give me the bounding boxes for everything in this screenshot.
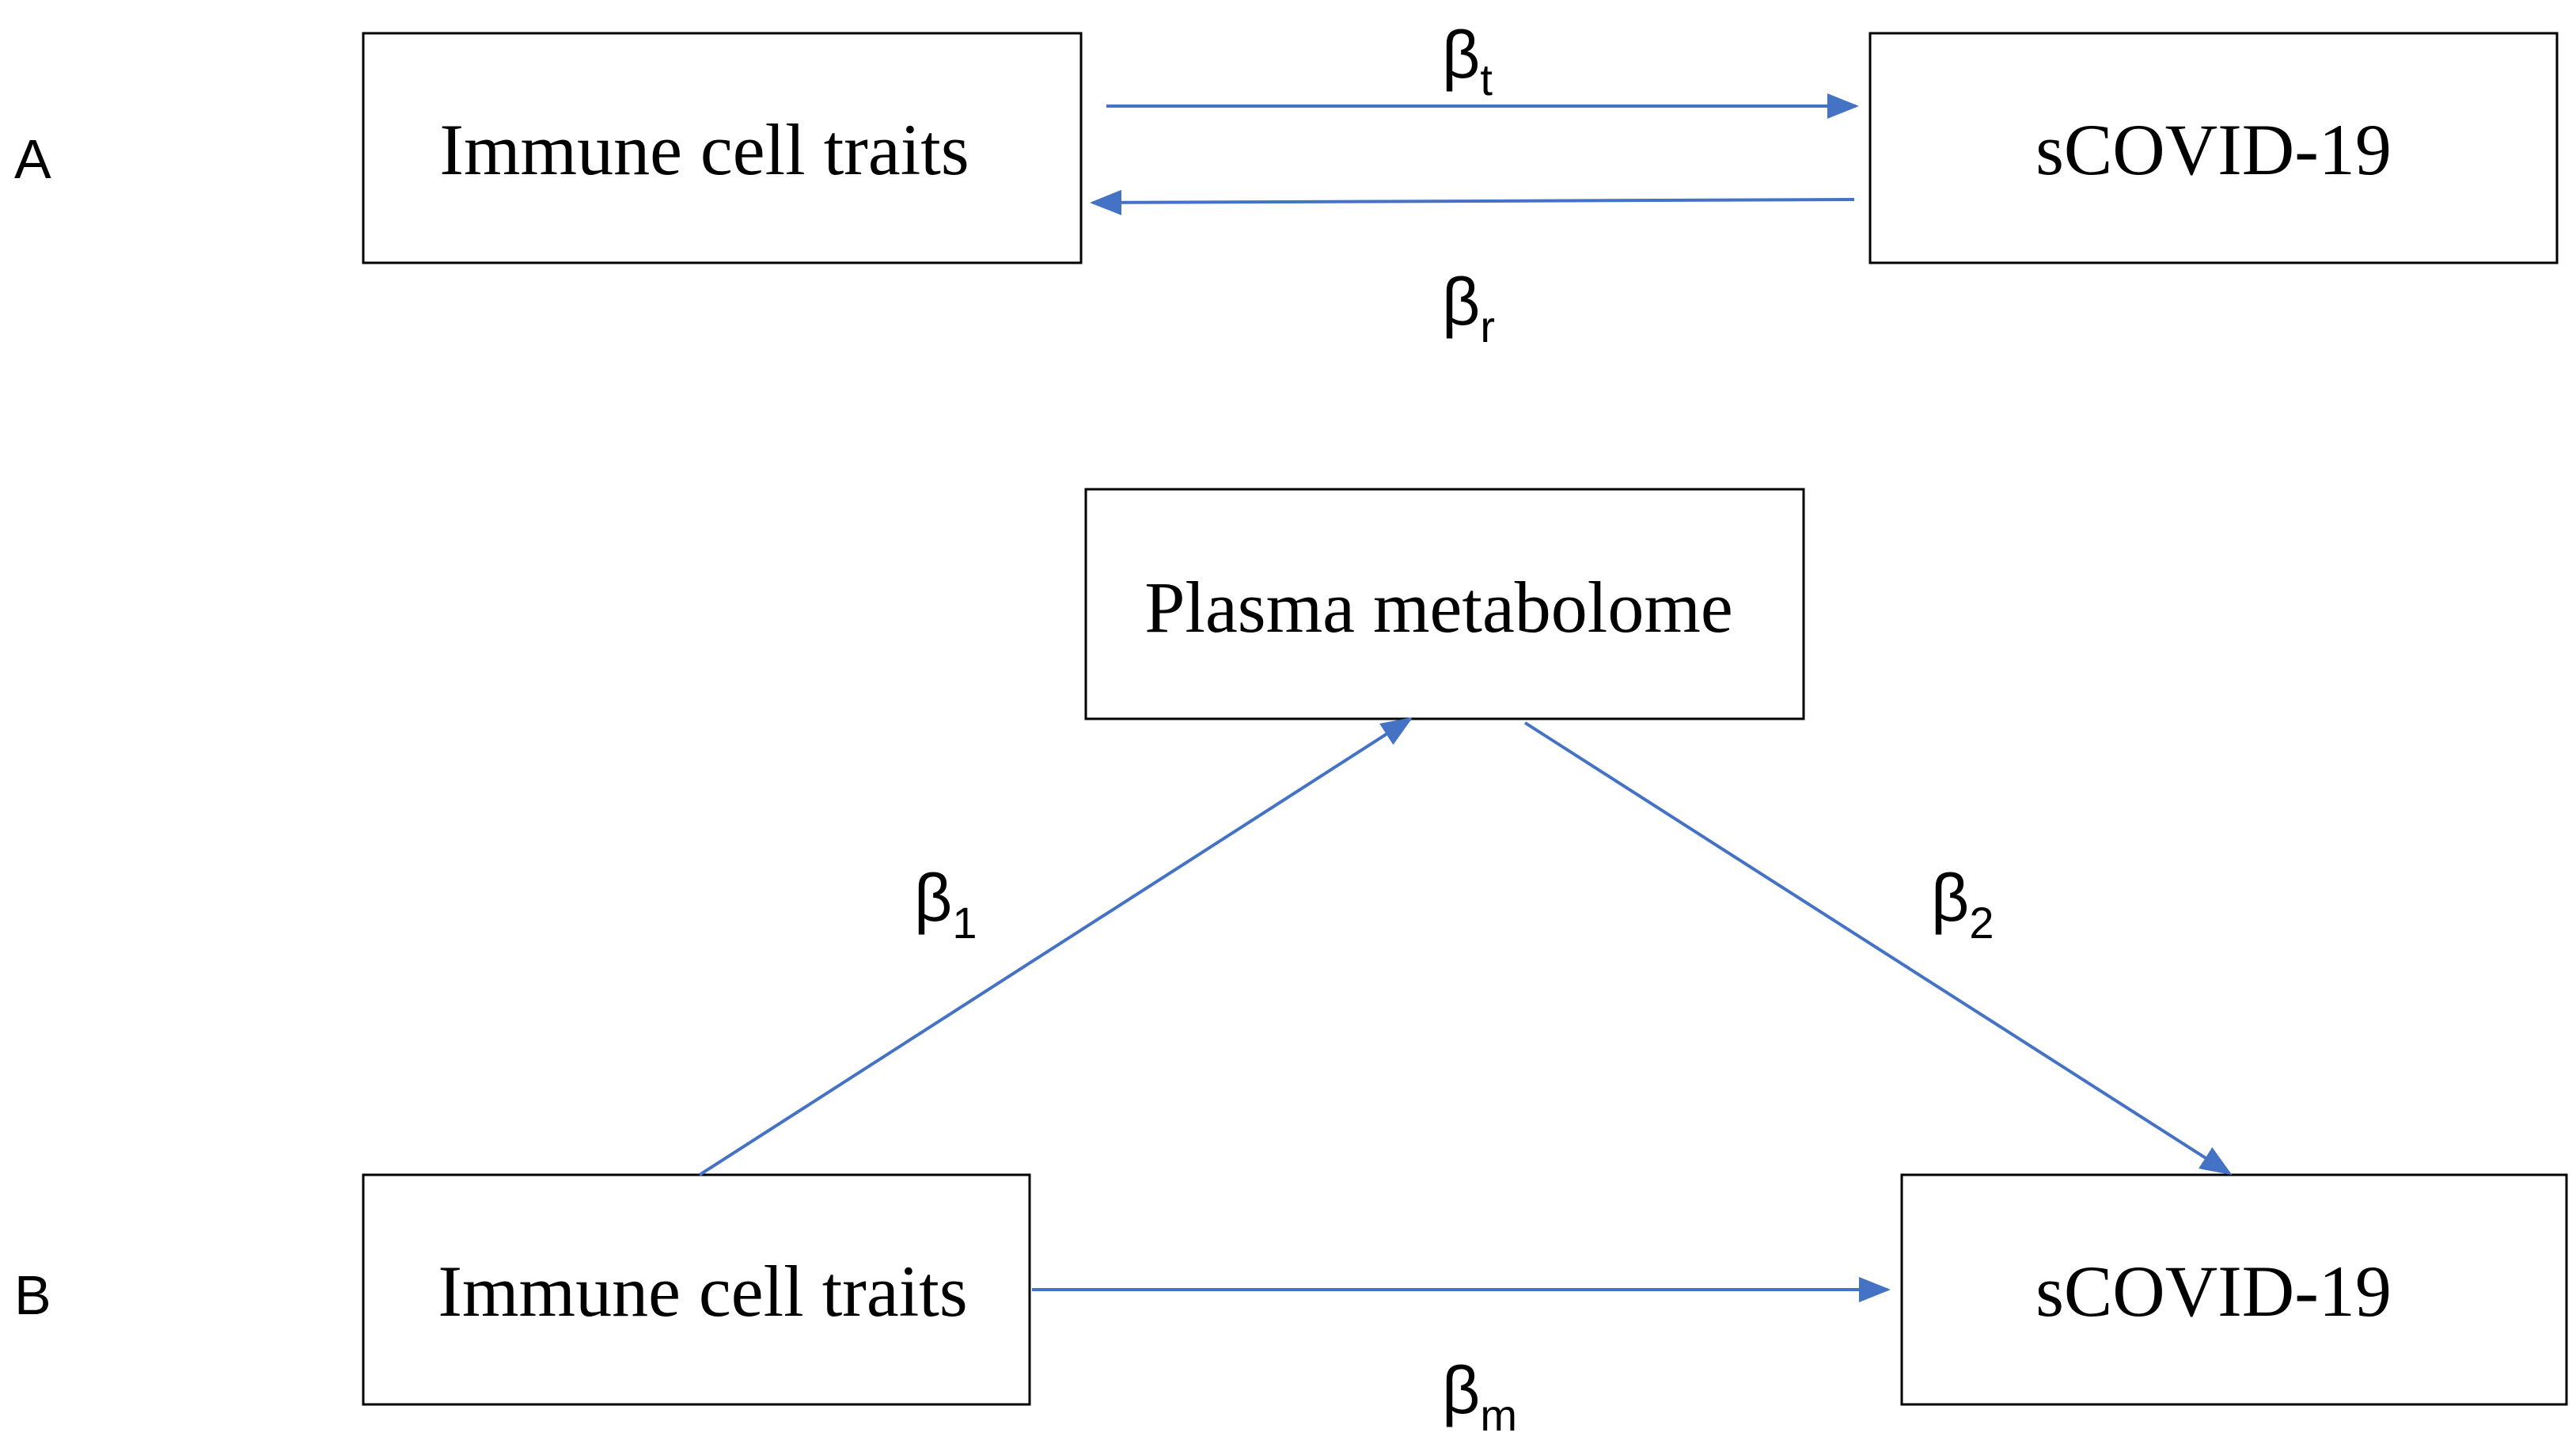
arrow-plasma-to-covid <box>1523 721 2233 1176</box>
edge-label-beta-r: βr <box>1442 264 1495 352</box>
node-b-scovid-label: sCOVID-19 <box>2035 1251 2392 1332</box>
edge-label-beta-t: βt <box>1442 17 1493 104</box>
node-a-immune-label: Immune cell traits <box>439 109 969 190</box>
node-a-immune-cell-traits: Immune cell traits <box>362 32 1083 264</box>
node-a-scovid: sCOVID-19 <box>1868 32 2559 264</box>
arrow-immune-to-plasma <box>698 716 1413 1176</box>
edge-label-beta-2: β2 <box>1931 861 1994 948</box>
node-b-immune-label: Immune cell traits <box>438 1251 967 1332</box>
node-b-plasma-label: Plasma metabolome <box>1144 567 1733 648</box>
edge-label-beta-m: βm <box>1442 1353 1517 1440</box>
arrow-covid-to-immune <box>1090 189 1855 215</box>
node-b-immune-cell-traits: Immune cell traits <box>362 1173 1031 1406</box>
edge-label-beta-1: β1 <box>914 861 977 948</box>
node-a-scovid-label: sCOVID-19 <box>2035 109 2392 190</box>
panel-label-b: B <box>14 1264 51 1326</box>
node-b-scovid: sCOVID-19 <box>1900 1173 2568 1406</box>
panel-label-a: A <box>14 128 51 190</box>
node-b-plasma-metabolome: Plasma metabolome <box>1084 488 1805 720</box>
